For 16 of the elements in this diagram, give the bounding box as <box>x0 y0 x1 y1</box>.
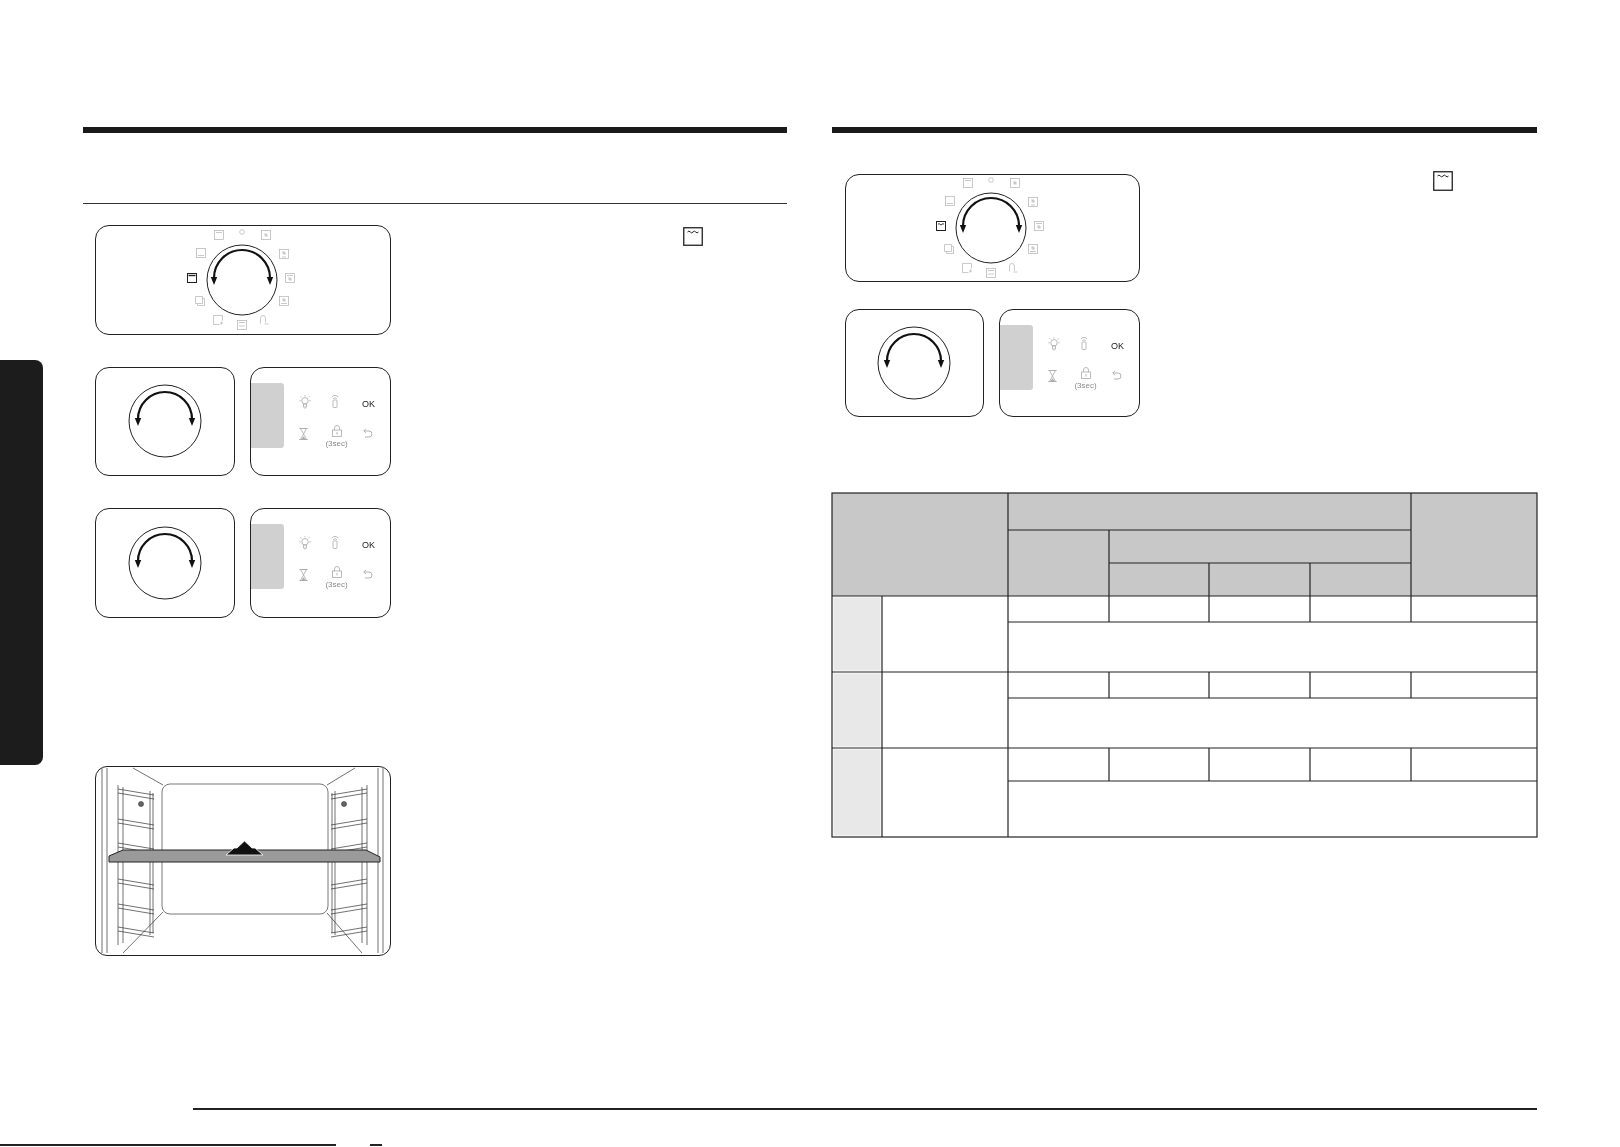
touch-control-panel <box>250 508 391 618</box>
hold-duration-label: (3sec) <box>1074 382 1097 390</box>
oven-interior-illustration <box>95 766 391 956</box>
hold-duration-label: (3sec) <box>325 581 348 589</box>
mode-selector-panel <box>95 225 391 335</box>
side-tab <box>0 360 43 765</box>
ok-key-label: OK <box>362 399 375 408</box>
knob-panel <box>95 508 235 618</box>
ok-key-label: OK <box>1111 341 1124 350</box>
touch-control-panel <box>999 309 1140 417</box>
knob-panel <box>845 309 984 417</box>
ok-key-label: OK <box>362 540 375 549</box>
mode-selector-panel <box>845 174 1140 282</box>
hold-duration-label: (3sec) <box>325 440 348 448</box>
touch-control-panel <box>250 367 391 476</box>
knob-panel <box>95 367 235 476</box>
